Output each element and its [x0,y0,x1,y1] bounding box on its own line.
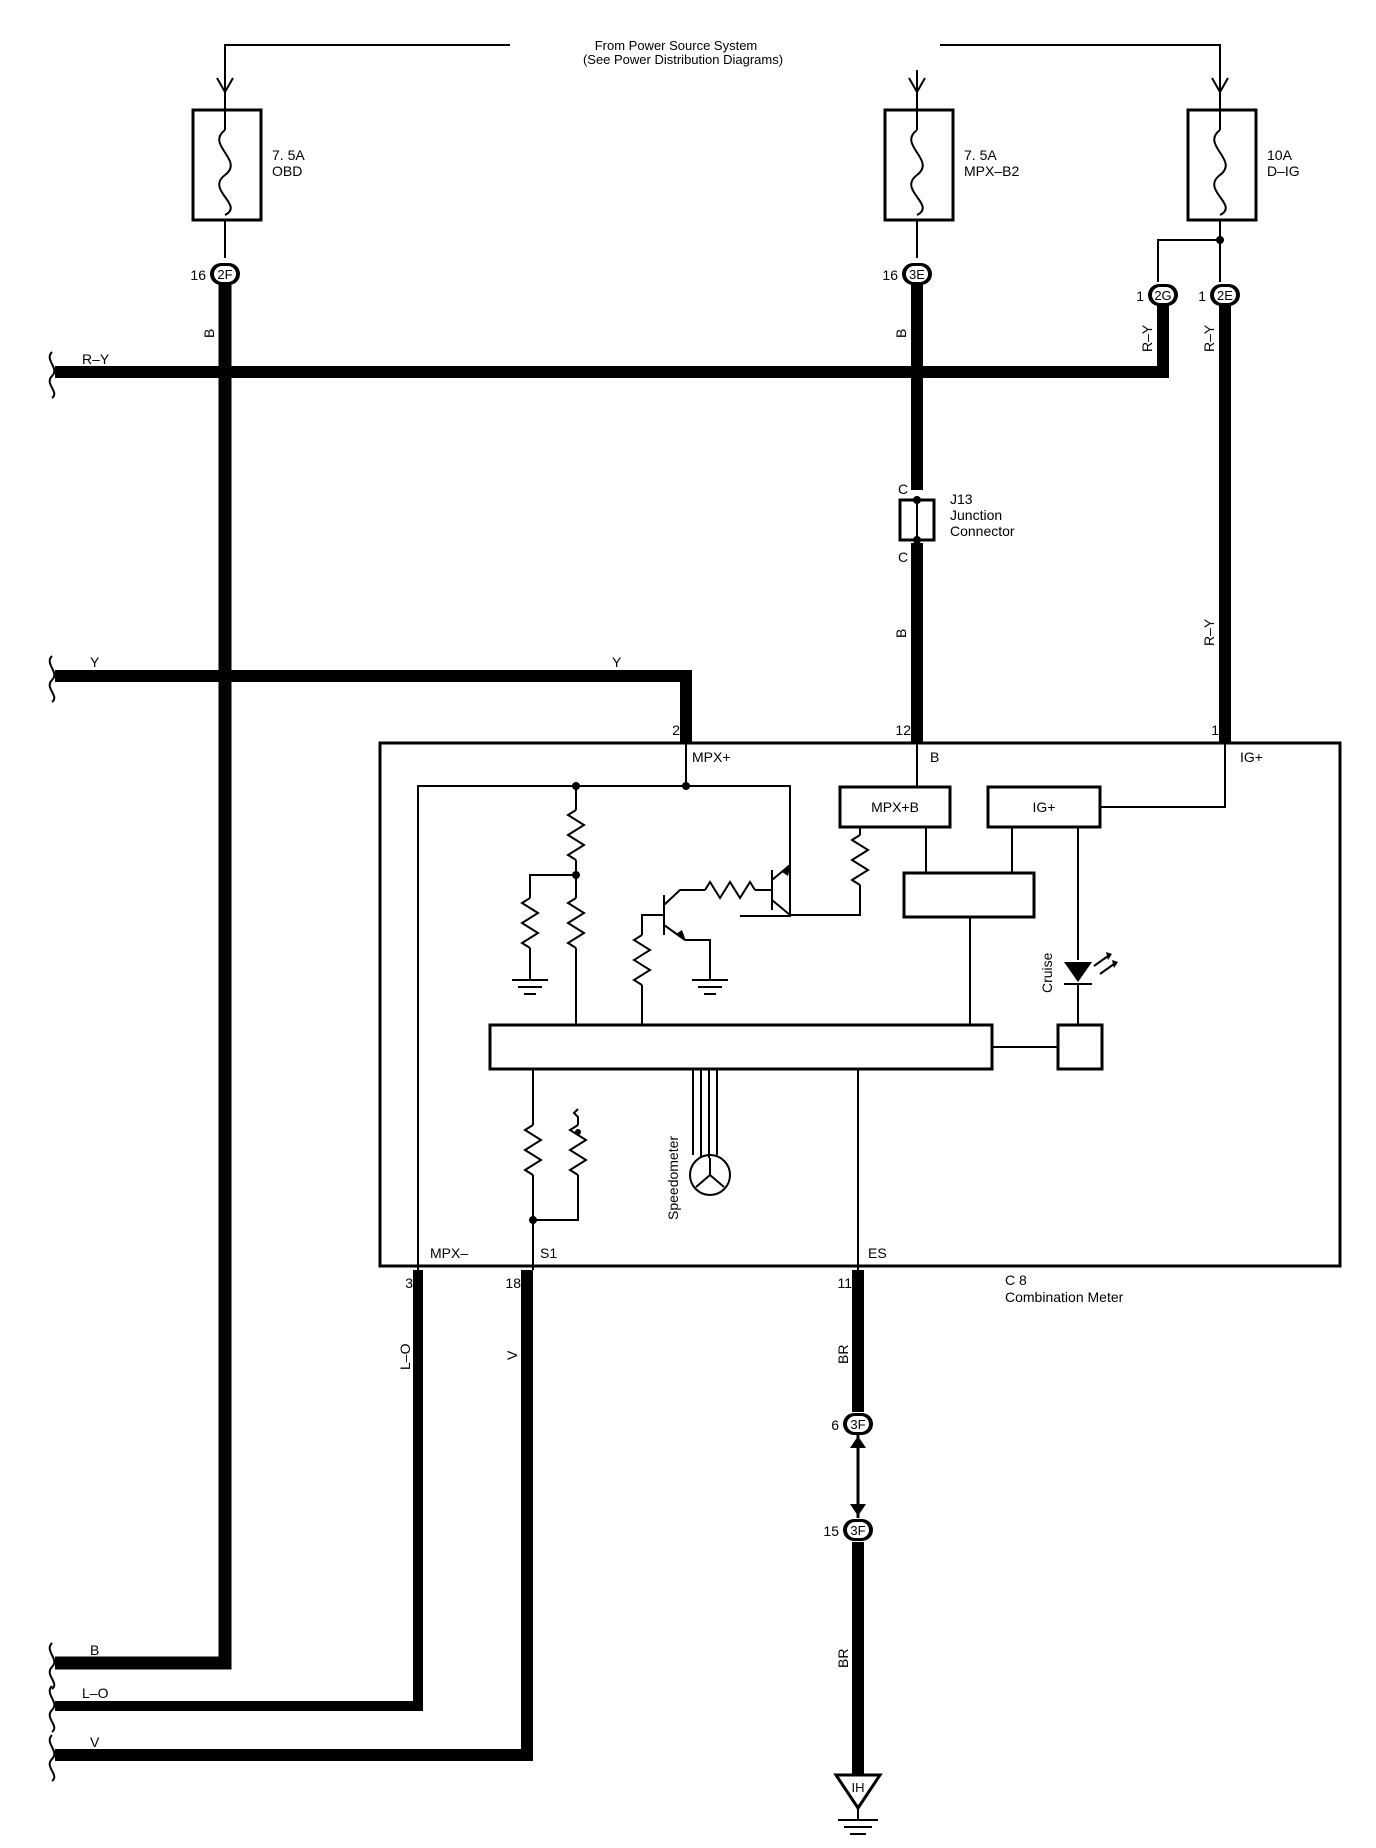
connector-2e-pin: 1 [1198,288,1206,304]
power-source-header: From Power Source System (See Power Dist… [216,38,1229,95]
connector-3f-upper: 3F 6 [831,1413,873,1435]
fuse-obd: 7. 5A OBD [191,92,305,258]
fuse-mpx-b2: 7. 5A MPX–B2 [883,92,1019,258]
terminal-b-name: B [930,749,939,765]
wire-label-ry-left: R–Y [82,351,110,367]
wire-label-ry-2g: R–Y [1139,324,1155,352]
wire-label-obd: B [201,329,217,338]
wire-color-labels: B R–Y R–Y R–Y R–Y B B Y Y L–O V BR BR B … [82,324,1217,1750]
ground-ih-id: IH [852,1780,865,1795]
junction-pin-top: C [898,481,908,497]
fuse-mpx-b2-name: MPX–B2 [964,163,1019,179]
wire-label-lo-bottom: L–O [82,1685,109,1701]
connector-2f-pin: 16 [190,267,206,283]
connector-2g-id: 2G [1154,288,1171,303]
meter-id: C 8 [1005,1272,1027,1288]
connector-3f-upper-pin: 6 [831,1417,839,1433]
connector-2e-id: 2E [1217,288,1233,303]
terminal-mpx-minus-pin: 3 [405,1275,413,1291]
terminal-b-pin: 12 [895,722,911,738]
terminal-es-name: ES [868,1245,887,1261]
fuse-d-ig-name: D–IG [1267,163,1300,179]
block-igp: IG+ [1033,799,1056,815]
meter-internal-circuit: MPX+B IG+ Cruise [417,743,1226,1270]
terminal-mpx-minus-name: MPX– [430,1245,468,1261]
fuse-obd-name: OBD [272,163,302,179]
terminal-mpx-plus-name: MPX+ [692,749,731,765]
ground-ih: IH [833,1773,883,1835]
wire-label-lo: L–O [397,1343,413,1370]
combination-meter: MPX+ 2 B 12 IG+ 1 MPX– 3 S1 18 ES 11 C 8… [378,722,1342,1305]
wire-label-b-3e: B [893,329,909,338]
junction-line2: Connector [950,523,1015,539]
wires [55,282,1231,1775]
fuse-mpx-b2-rating: 7. 5A [964,147,997,163]
block-mpxb: MPX+B [871,799,919,815]
terminal-ig-plus-name: IG+ [1240,749,1263,765]
connector-2e: 2E 1 [1198,284,1240,306]
junction-line1: Junction [950,507,1002,523]
wire-label-ry-2e-top: R–Y [1201,324,1217,352]
terminal-s1-name: S1 [540,1245,557,1261]
cruise-label: Cruise [1039,952,1055,993]
connector-3f-lower-pin: 15 [823,1523,839,1539]
power-source-line1: From Power Source System [595,38,758,53]
terminal-s1-pin: 18 [505,1275,521,1291]
fuse-d-ig-rating: 10A [1267,147,1293,163]
connector-2f-id: 2F [217,267,232,282]
fuse-obd-rating: 7. 5A [272,147,305,163]
connector-3f-upper-id: 3F [850,1417,865,1432]
meter-name: Combination Meter [1005,1289,1124,1305]
wire-label-v: V [504,1350,520,1360]
connector-2g: 2G 1 [1136,284,1178,306]
wire-ends [48,351,56,1782]
wire-label-ry-2e-lower: R–Y [1201,618,1217,646]
wire-label-y-left: Y [90,654,100,670]
speedometer-label: Speedometer [665,1136,681,1220]
power-source-line2: (See Power Distribution Diagrams) [583,52,783,67]
connector-3f-lower: 3F 15 [823,1519,873,1541]
terminal-es-pin: 11 [837,1275,852,1291]
junction-connector-j13: C C J13 Junction Connector [898,481,1015,565]
junction-id: J13 [950,491,973,507]
wire-label-br-lower: BR [835,1649,851,1668]
connector-3f-lower-id: 3F [850,1523,865,1538]
connector-3e-pin: 16 [882,267,898,283]
connector-2f: 2F 16 [190,263,240,285]
fuse-d-ig: 10A D–IG [1157,92,1300,282]
junction-pin-bottom: C [898,549,908,565]
wire-label-b-bottom: B [90,1642,99,1658]
connector-2g-pin: 1 [1136,288,1144,304]
connector-3e: 3E 16 [882,263,932,285]
wire-label-b-j13: B [893,629,909,638]
wire-label-br-upper: BR [835,1345,851,1364]
connector-3e-id: 3E [909,267,925,282]
wire-label-v-bottom: V [90,1734,100,1750]
wire-label-y-mid: Y [612,654,622,670]
terminal-mpx-plus-pin: 2 [672,722,680,738]
terminal-ig-plus-pin: 1 [1211,722,1219,738]
